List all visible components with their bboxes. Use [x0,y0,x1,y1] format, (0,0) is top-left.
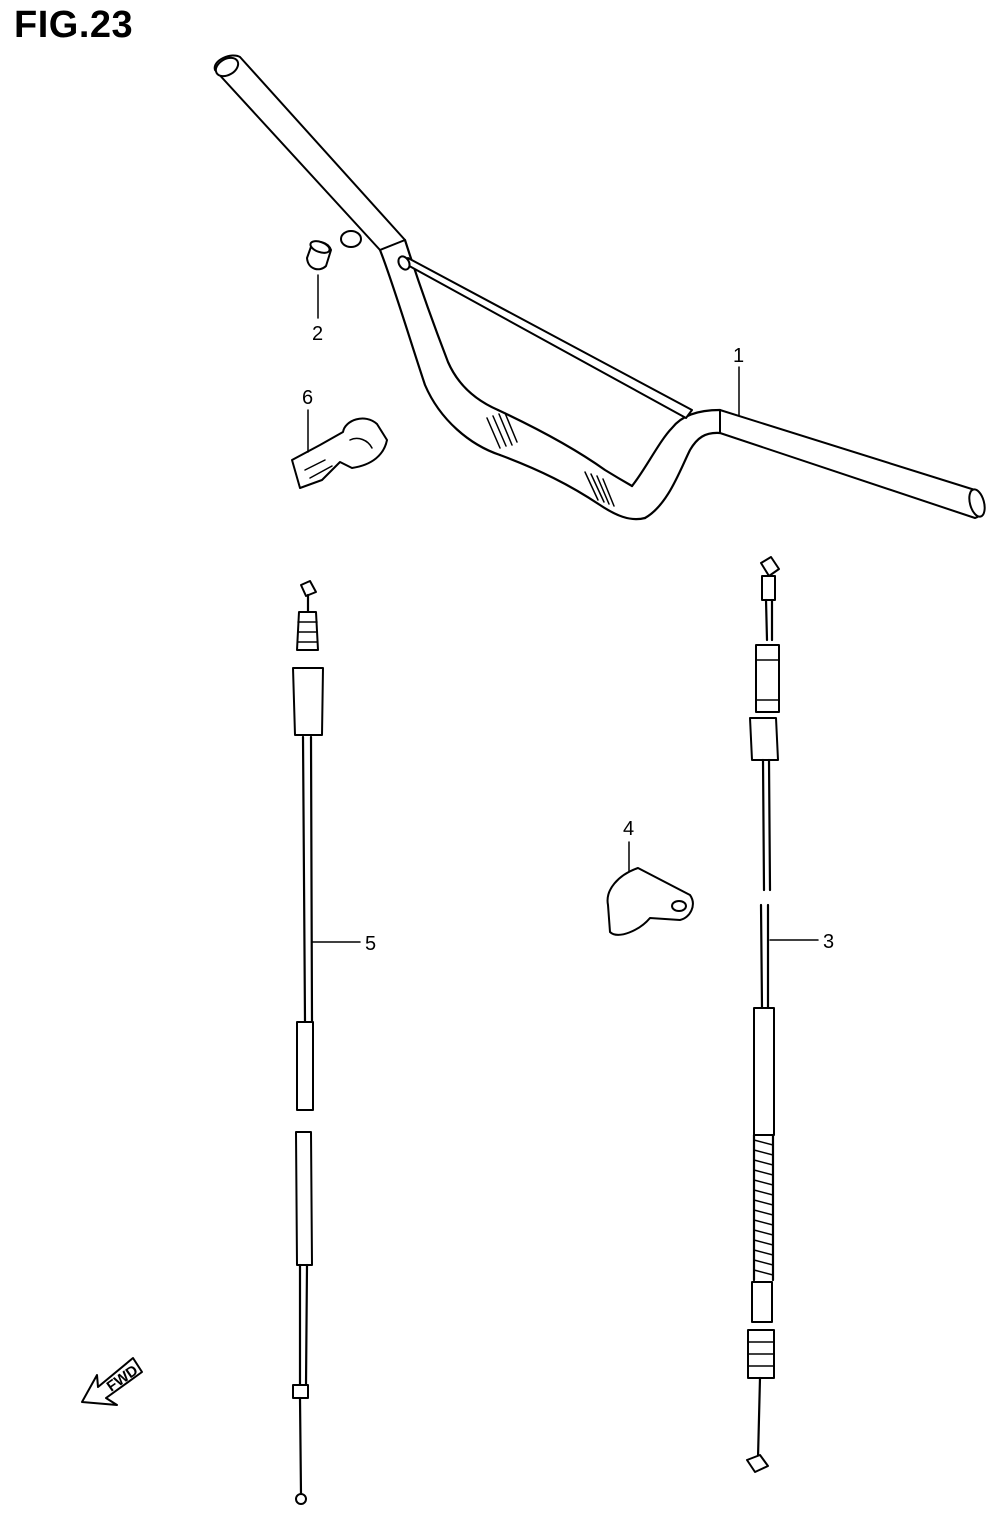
callout-label-2: 2 [312,323,323,345]
callout-label-6: 6 [302,387,313,409]
cable3-lower-sleeve [753,1007,775,1136]
handlebar-right-bend-outer [643,431,722,520]
cable3-adjuster [755,644,780,713]
cable5-lower-wire-2 [304,1263,309,1387]
callout-1: 1 [733,345,744,416]
callout-label-3: 3 [823,931,834,953]
handlebar-right-bend-inner [630,408,722,488]
callout-4: 4 [623,818,634,873]
callout-3: 3 [769,931,834,953]
cable-guide-hole [671,900,687,912]
handlebar-left-bend-outer [378,248,502,457]
callout-2: 2 [312,274,323,345]
cable3-spring [753,1139,774,1276]
cable5-lower-housing [295,1131,313,1266]
cable3-adjuster-thread [756,659,779,701]
clamp-part-6[interactable] [291,417,388,489]
throttle-cable-part-5[interactable] [292,580,324,1505]
clamp-body [291,417,388,489]
callout-label-5: 5 [365,933,376,955]
cable5-upper-wire [301,735,307,1024]
handlebar-center-upper [496,408,634,488]
callout-5: 5 [311,933,376,955]
cable3-bottom-thread [748,1341,774,1367]
handlebar-right-end [968,488,986,518]
knurl-band-left [486,412,518,449]
handlebar-mount-stub [340,230,362,248]
cable5-upper-wire-2 [309,735,314,1024]
handlebar-left-grip [213,54,406,251]
plug-part-2[interactable] [306,239,332,271]
cable5-bottom-tip [295,1493,307,1505]
callout-6: 6 [302,387,313,453]
callout-label-4: 4 [623,818,634,840]
cable3-lower-wire [759,903,770,1010]
clamp-detail [304,437,373,479]
handlebar-part-1[interactable] [213,54,988,521]
cable3-bottom-ferrule [751,1281,773,1323]
handlebar-left-end [214,56,240,78]
cable3-top-tip [760,556,780,577]
handlebar-crossbar [401,257,693,419]
cable3-upper-wire [761,758,772,892]
cable3-bottom-wire [756,1376,762,1460]
figure-title: FIG.23 [14,4,134,46]
handlebar-right-grip [719,409,985,519]
crossbar-end-left [397,255,411,271]
fwd-direction-marker: FWD [81,1357,143,1406]
cable-guide-body [606,867,694,936]
cable5-bottom-wire [298,1396,303,1497]
cable3-top-ferrule [761,575,776,601]
cable5-thread [297,621,318,643]
cable5-top-sleeve [292,667,324,736]
cable3-locknut [749,717,779,761]
cable5-upper-housing [296,1021,314,1111]
plug-end [309,240,331,254]
callout-label-1: 1 [733,345,744,367]
cable3-bottom-tip [746,1454,769,1473]
cable3-top-wire [764,598,774,642]
cable5-bottom-ferrule [292,1384,309,1399]
cable-guide-part-4[interactable] [606,867,694,936]
handlebar-center-lower [498,453,647,521]
arrow-left-down-icon [81,1357,143,1406]
cable5-top-tip [300,580,317,597]
knurl-band-right [584,471,615,507]
cable5-top-nut [296,611,319,651]
clutch-cable-part-3[interactable] [746,556,780,1473]
